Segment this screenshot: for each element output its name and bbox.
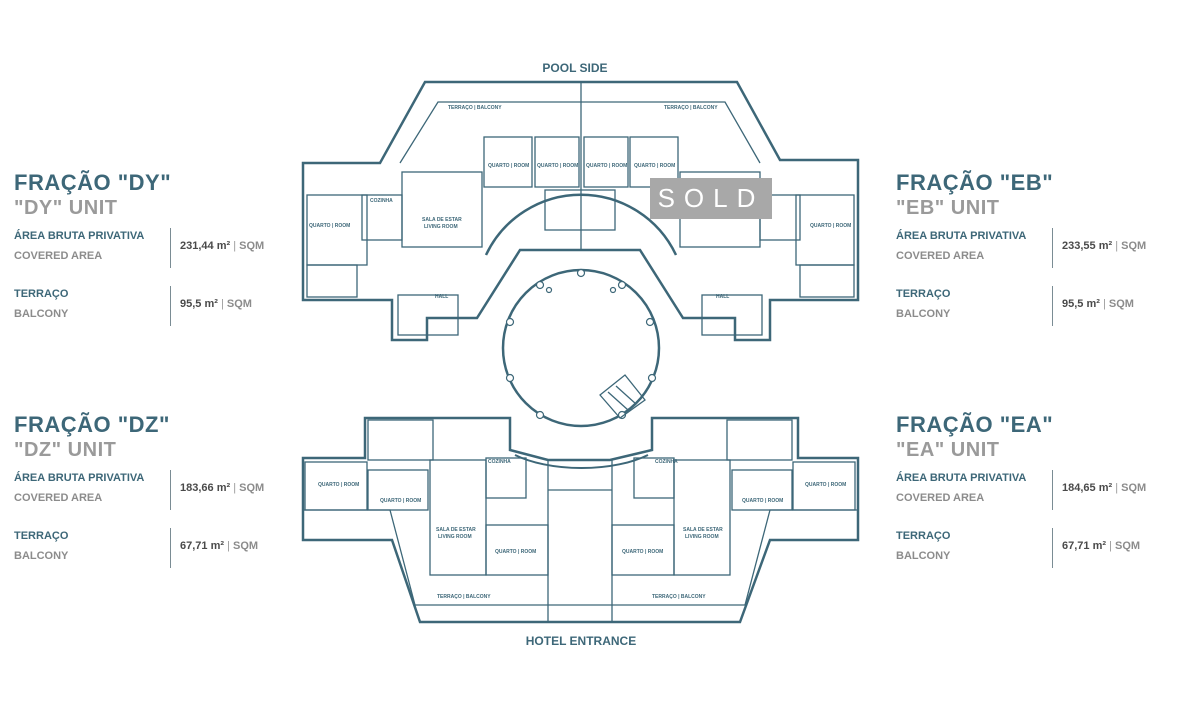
divider xyxy=(170,286,171,326)
unit-subtitle: "EA" UNIT xyxy=(896,439,1000,461)
room-label-bedroom: QUARTO | ROOM xyxy=(810,223,851,229)
balcony-label-pt: TERRAÇO xyxy=(14,288,69,300)
balcony-area-row: TERRAÇO BALCONY 67,71 m² | SQM xyxy=(896,528,1166,568)
room-label-bedroom: QUARTO | ROOM xyxy=(488,163,529,169)
unit-title: FRAÇÃO "DY" xyxy=(14,170,172,195)
room-label-bedroom: QUARTO | ROOM xyxy=(495,549,536,555)
unit-subtitle: "DZ" UNIT xyxy=(14,439,117,461)
room-label-balcony-dy: TERRAÇO | BALCONY xyxy=(448,105,502,111)
unit-subtitle: "DY" UNIT xyxy=(14,197,118,219)
room-label-balcony-dz: TERRAÇO | BALCONY xyxy=(437,594,491,600)
room-label-hall: HALL xyxy=(716,294,729,300)
divider xyxy=(170,228,171,268)
balcony-value: 67,71 m² xyxy=(1062,540,1107,552)
covered-label-pt: ÁREA BRUTA PRIVATIVA xyxy=(14,230,145,242)
room-label-bedroom: QUARTO | ROOM xyxy=(622,549,663,555)
sold-badge: SOLD xyxy=(650,178,772,219)
unit-dz-panel: FRAÇÃO "DZ" "DZ" UNIT ÁREA BRUTA PRIVATI… xyxy=(14,412,284,586)
unit-title: FRAÇÃO "EA" xyxy=(896,412,1054,437)
covered-value: 231,44 m² xyxy=(180,240,231,252)
room-label-balcony-eb: TERRAÇO | BALCONY xyxy=(664,105,718,111)
divider xyxy=(170,470,171,510)
room-label-kitchen: COZINHA xyxy=(488,459,511,465)
rotunda-stair xyxy=(599,374,646,419)
covered-label-en: COVERED AREA xyxy=(896,250,985,262)
divider xyxy=(1052,470,1053,510)
room-label-kitchen: COZINHA xyxy=(655,459,678,465)
divider xyxy=(170,528,171,568)
balcony-label-pt: TERRAÇO xyxy=(896,530,951,542)
room-label-living-pt: SALA DE ESTAR xyxy=(422,217,462,223)
covered-label-en: COVERED AREA xyxy=(896,492,985,504)
room-label-living-pt: SALA DE ESTAR xyxy=(436,527,476,533)
divider xyxy=(1052,286,1053,326)
room-label-bedroom: QUARTO | ROOM xyxy=(586,163,627,169)
covered-label-pt: ÁREA BRUTA PRIVATIVA xyxy=(896,472,1027,484)
covered-area-row: ÁREA BRUTA PRIVATIVA COVERED AREA 231,44… xyxy=(14,228,284,268)
lower-balcony-line xyxy=(303,509,858,606)
pool-side-label: POOL SIDE xyxy=(542,61,607,75)
balcony-label-en: BALCONY xyxy=(14,550,69,562)
room-label-living-en: LIVING ROOM xyxy=(438,534,472,540)
covered-label-pt: ÁREA BRUTA PRIVATIVA xyxy=(14,472,145,484)
room-label-living-en: LIVING ROOM xyxy=(685,534,719,540)
covered-label-en: COVERED AREA xyxy=(14,492,103,504)
room-label-living-en: LIVING ROOM xyxy=(424,224,458,230)
covered-area-row: ÁREA BRUTA PRIVATIVA COVERED AREA 184,65… xyxy=(896,470,1166,510)
balcony-value: 67,71 m² xyxy=(180,540,225,552)
balcony-area-row: TERRAÇO BALCONY 95,5 m² | SQM xyxy=(14,286,284,326)
balcony-label-en: BALCONY xyxy=(896,550,951,562)
room-label-living-pt: SALA DE ESTAR xyxy=(683,527,723,533)
room-label-bedroom: QUARTO | ROOM xyxy=(380,498,421,504)
hotel-entrance-label: HOTEL ENTRANCE xyxy=(526,634,636,648)
balcony-area-row: TERRAÇO BALCONY 67,71 m² | SQM xyxy=(14,528,284,568)
unit-dy-panel: FRAÇÃO "DY" "DY" UNIT ÁREA BRUTA PRIVATI… xyxy=(14,170,284,344)
room-label-bedroom: QUARTO | ROOM xyxy=(318,482,359,488)
balcony-label-en: BALCONY xyxy=(14,308,69,320)
room-label-bedroom: QUARTO | ROOM xyxy=(634,163,675,169)
upper-balcony-line xyxy=(399,101,761,164)
covered-area-row: ÁREA BRUTA PRIVATIVA COVERED AREA 233,55… xyxy=(896,228,1166,268)
rotunda xyxy=(501,268,661,428)
covered-area-row: ÁREA BRUTA PRIVATIVA COVERED AREA 183,66… xyxy=(14,470,284,510)
balcony-area-row: TERRAÇO BALCONY 95,5 m² | SQM xyxy=(896,286,1166,326)
balcony-label-pt: TERRAÇO xyxy=(896,288,951,300)
unit-subtitle: "EB" UNIT xyxy=(896,197,1000,219)
covered-value: 233,55 m² xyxy=(1062,240,1113,252)
unit-title: FRAÇÃO "EB" xyxy=(896,170,1054,195)
unit-title: FRAÇÃO "DZ" xyxy=(14,412,170,437)
room-label-hall: HALL xyxy=(435,294,448,300)
covered-value: 184,65 m² xyxy=(1062,482,1113,494)
lower-block-outline xyxy=(301,416,860,624)
room-label-bedroom: QUARTO | ROOM xyxy=(537,163,578,169)
unit-ea-panel: FRAÇÃO "EA" "EA" UNIT ÁREA BRUTA PRIVATI… xyxy=(896,412,1166,586)
room-label-bedroom: QUARTO | ROOM xyxy=(309,223,350,229)
room-label-bedroom: QUARTO | ROOM xyxy=(742,498,783,504)
unit-eb-panel: FRAÇÃO "EB" "EB" UNIT ÁREA BRUTA PRIVATI… xyxy=(896,170,1166,344)
room-label-balcony-ea: TERRAÇO | BALCONY xyxy=(652,594,706,600)
divider xyxy=(1052,528,1053,568)
covered-label-pt: ÁREA BRUTA PRIVATIVA xyxy=(896,230,1027,242)
room-label-bedroom: QUARTO | ROOM xyxy=(805,482,846,488)
room-label-kitchen: COZINHA xyxy=(370,198,393,204)
rotunda-columns xyxy=(505,268,657,420)
divider xyxy=(1052,228,1053,268)
balcony-label-en: BALCONY xyxy=(896,308,951,320)
upper-block-outline xyxy=(301,80,860,342)
balcony-value: 95,5 m² xyxy=(1062,298,1100,310)
balcony-value: 95,5 m² xyxy=(180,298,218,310)
balcony-label-pt: TERRAÇO xyxy=(14,530,69,542)
covered-value: 183,66 m² xyxy=(180,482,231,494)
covered-label-en: COVERED AREA xyxy=(14,250,103,262)
